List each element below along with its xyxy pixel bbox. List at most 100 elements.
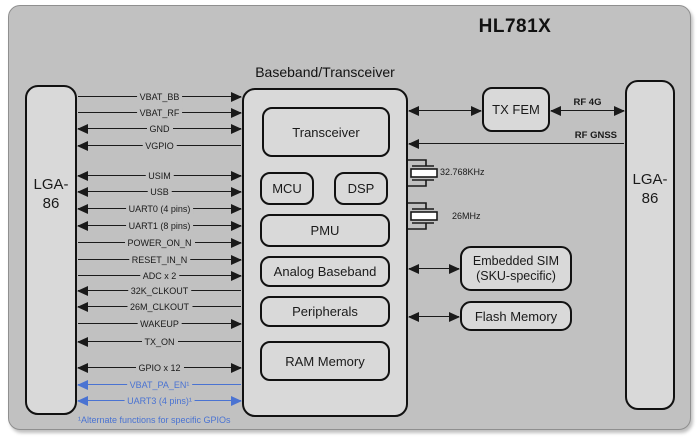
- mcu-block: MCU: [260, 172, 314, 205]
- flash-memory-link: [408, 311, 460, 322]
- arrowhead-right-icon: [231, 123, 242, 134]
- signal-vbat-pa-en: VBAT_PA_EN¹: [77, 379, 242, 390]
- arrowhead-right-icon: [231, 395, 242, 406]
- signal-uart3-4-pins: UART3 (4 pins)¹: [77, 395, 242, 406]
- arrowhead-right-icon: [231, 237, 242, 248]
- signal-uart3-4-pins-label: UART3 (4 pins)¹: [124, 395, 195, 406]
- signal-uart1-8-pins: UART1 (8 pins): [77, 220, 242, 231]
- arrowhead-right-icon: [614, 105, 625, 116]
- arrowhead-right-icon: [231, 107, 242, 118]
- arrowhead-left-icon: [77, 170, 88, 181]
- peripherals-block: Peripherals: [260, 296, 390, 327]
- arrowhead-right-icon: [231, 318, 242, 329]
- arrowhead-left-icon: [77, 336, 88, 347]
- arrowhead-left-icon: [408, 138, 419, 149]
- crystal-26mhz-icon: [408, 202, 438, 230]
- signal-vbat-bb: VBAT_BB: [77, 91, 242, 102]
- arrowhead-right-icon: [231, 91, 242, 102]
- embedded-sim-label-line1: Embedded SIM: [472, 253, 560, 268]
- signal-usb-label: USB: [147, 186, 172, 197]
- arrowhead-right-icon: [231, 203, 242, 214]
- arrowhead-right-icon: [471, 105, 482, 116]
- signal-usim-label: USIM: [145, 170, 174, 181]
- arrowhead-right-icon: [231, 362, 242, 373]
- pmu-block: PMU: [260, 214, 390, 247]
- signal-adc-x-2-label: ADC x 2: [139, 270, 180, 281]
- signal-uart0-4-pins: UART0 (4 pins): [77, 203, 242, 214]
- analog-baseband-block: Analog Baseband: [260, 256, 390, 287]
- signal-tx-on-label: TX_ON: [141, 336, 178, 347]
- lga86-left-label-line1: LGA-: [33, 176, 69, 193]
- arrowhead-left-icon: [408, 263, 419, 274]
- arrowhead-left-icon: [77, 220, 88, 231]
- arrowhead-right-icon: [449, 263, 460, 274]
- signal-usim: USIM: [77, 170, 242, 181]
- page-title: HL781X: [478, 16, 552, 37]
- signal-gpio-x-12-label: GPIO x 12: [135, 362, 184, 373]
- signal-reset-in-n: RESET_IN_N: [77, 254, 242, 265]
- baseband-group-label: Baseband/Transceiver: [255, 64, 395, 80]
- signal-power-on-n-label: POWER_ON_N: [124, 237, 195, 248]
- arrowhead-right-icon: [231, 220, 242, 231]
- arrowhead-left-icon: [77, 123, 88, 134]
- signal-vgpio-label: VGPIO: [142, 140, 177, 151]
- arrowhead-right-icon: [231, 186, 242, 197]
- lga86-right-label-line1: LGA-: [632, 171, 668, 188]
- signal-32k-clkout-label: 32K_CLKOUT: [127, 285, 192, 296]
- arrowhead-left-icon: [77, 285, 88, 296]
- rf-gnss-link: RF GNSS: [408, 130, 625, 149]
- signal-wakeup-label: WAKEUP: [137, 318, 182, 329]
- signal-vbat-rf-label: VBAT_RF: [136, 107, 183, 118]
- arrowhead-right-icon: [449, 311, 460, 322]
- arrowhead-left-icon: [77, 301, 88, 312]
- embedded-sim-link: [408, 263, 460, 274]
- signal-wakeup: WAKEUP: [77, 318, 242, 329]
- signal-usb: USB: [77, 186, 242, 197]
- footnote: ¹Alternate functions for specific GPIOs: [78, 415, 231, 425]
- arrowhead-left-icon: [77, 203, 88, 214]
- tx-fem-block: TX FEM: [482, 87, 550, 132]
- signal-32k-clkout: 32K_CLKOUT: [77, 285, 242, 296]
- arrowhead-left-icon: [77, 362, 88, 373]
- txfem-to-lga-link-label: RF 4G: [573, 97, 602, 108]
- arrowhead-right-icon: [231, 254, 242, 265]
- ram-memory-block: RAM Memory: [260, 341, 390, 381]
- signal-gpio-x-12: GPIO x 12: [77, 362, 242, 373]
- arrowhead-left-icon: [408, 105, 419, 116]
- embedded-sim-label-line2: (SKU-specific): [476, 268, 556, 283]
- flash-memory-block: Flash Memory: [460, 301, 572, 331]
- baseband-to-txfem-link: [408, 105, 482, 116]
- lga86-left-label-line2: 86: [42, 195, 60, 212]
- arrowhead-right-icon: [231, 270, 242, 281]
- txfem-to-lga-link: RF 4G: [550, 97, 625, 116]
- signal-uart1-8-pins-label: UART1 (8 pins): [125, 220, 194, 231]
- signal-gnd-label: GND: [146, 123, 173, 134]
- signal-reset-in-n-label: RESET_IN_N: [128, 254, 191, 265]
- signal-vgpio: VGPIO: [77, 140, 242, 151]
- signal-tx-on: TX_ON: [77, 336, 242, 347]
- transceiver-block: Transceiver: [262, 107, 390, 157]
- lga86-left-block: LGA- 86: [25, 85, 77, 415]
- arrowhead-right-icon: [231, 170, 242, 181]
- signal-adc-x-2: ADC x 2: [77, 270, 242, 281]
- signal-vbat-rf: VBAT_RF: [77, 107, 242, 118]
- signal-power-on-n: POWER_ON_N: [77, 237, 242, 248]
- signal-uart0-4-pins-label: UART0 (4 pins): [125, 203, 194, 214]
- crystal-26mhz-label: 26MHz: [452, 211, 481, 221]
- signal-vbat-bb-label: VBAT_BB: [136, 91, 183, 102]
- arrowhead-left-icon: [77, 186, 88, 197]
- embedded-sim-block: Embedded SIM (SKU-specific): [460, 246, 572, 291]
- lga86-right-label-line2: 86: [641, 190, 659, 207]
- arrowhead-left-icon: [550, 105, 561, 116]
- dsp-block: DSP: [334, 172, 388, 205]
- signal-26m-clkout-label: 26M_CLKOUT: [126, 301, 193, 312]
- arrowhead-left-icon: [77, 379, 88, 390]
- crystal-32khz-icon: [408, 159, 438, 187]
- signal-gnd: GND: [77, 123, 242, 134]
- signal-26m-clkout: 26M_CLKOUT: [77, 301, 242, 312]
- lga86-right-block: LGA- 86: [625, 80, 675, 410]
- signal-vbat-pa-en-label: VBAT_PA_EN¹: [126, 379, 193, 390]
- arrowhead-left-icon: [77, 395, 88, 406]
- crystal-32khz-label: 32.768KHz: [440, 167, 485, 177]
